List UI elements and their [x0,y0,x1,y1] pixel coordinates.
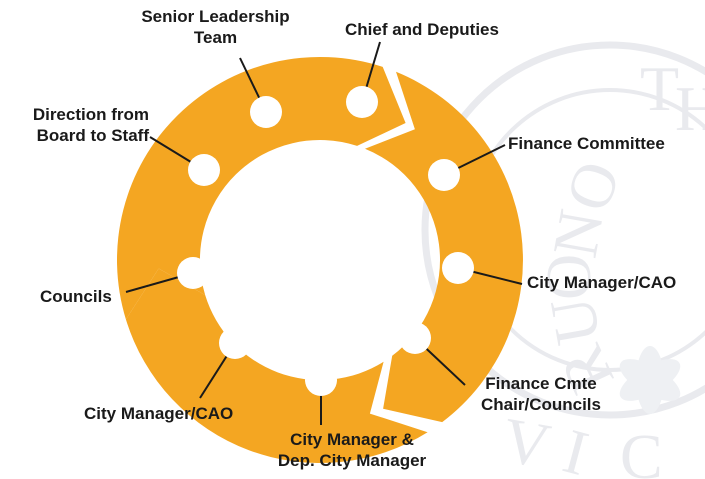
label-line: Chair/Councils [481,395,601,414]
node-dot [250,96,282,128]
node-dot [346,86,378,118]
watermark-flower [619,346,681,414]
watermark-letter: C [620,421,663,479]
label-line: City Manager & [290,430,414,449]
label-finance-cmte-chair-councils: Finance Cmte Chair/Councils [466,373,616,415]
label-line: Board to Staff [36,126,149,145]
label-line: City Manager/CAO [527,273,677,292]
node-dot [399,322,431,354]
ring-arrow-segment [117,56,406,320]
label-line: Chief and Deputies [345,20,499,39]
label-line: Finance Cmte [485,374,597,393]
node-dot [428,159,460,191]
label-councils: Councils [40,286,112,307]
label-chief-and-deputies: Chief and Deputies [345,19,499,40]
ring-arrow-segment [365,71,523,423]
node-dot [188,154,220,186]
ring-arrow-segment [125,268,428,464]
label-line: Team [193,28,238,47]
label-line: Senior Leadership [141,7,290,26]
label-city-manager-dep-city-manager: City Manager & Dep. City Manager [262,429,442,471]
label-line: City Manager/CAO [84,404,234,423]
label-senior-leadership-team: Senior Leadership Team [123,6,308,48]
watermark-letter: O [533,254,604,300]
node-dots [177,86,474,396]
cycle-ring [117,56,523,464]
label-line: Councils [40,287,112,306]
label-line: Dep. City Manager [277,451,427,470]
node-dot [177,257,209,289]
label-direction-from-board-to-staff: Direction from Board to Staff [2,104,149,146]
node-dot [442,252,474,284]
watermark-letter: T [640,53,679,124]
label-line: Finance Committee [508,134,665,153]
watermark-letter: V [498,404,556,479]
label-line: Direction from [32,105,149,124]
node-dot [305,364,337,396]
label-city-manager-cao-left: City Manager/CAO [84,403,233,424]
watermark-letter: I [556,415,595,479]
watermark-letter: H [675,73,705,144]
label-finance-committee: Finance Committee [508,133,665,154]
node-dot [219,327,251,359]
label-city-manager-cao-right: City Manager/CAO [527,272,676,293]
